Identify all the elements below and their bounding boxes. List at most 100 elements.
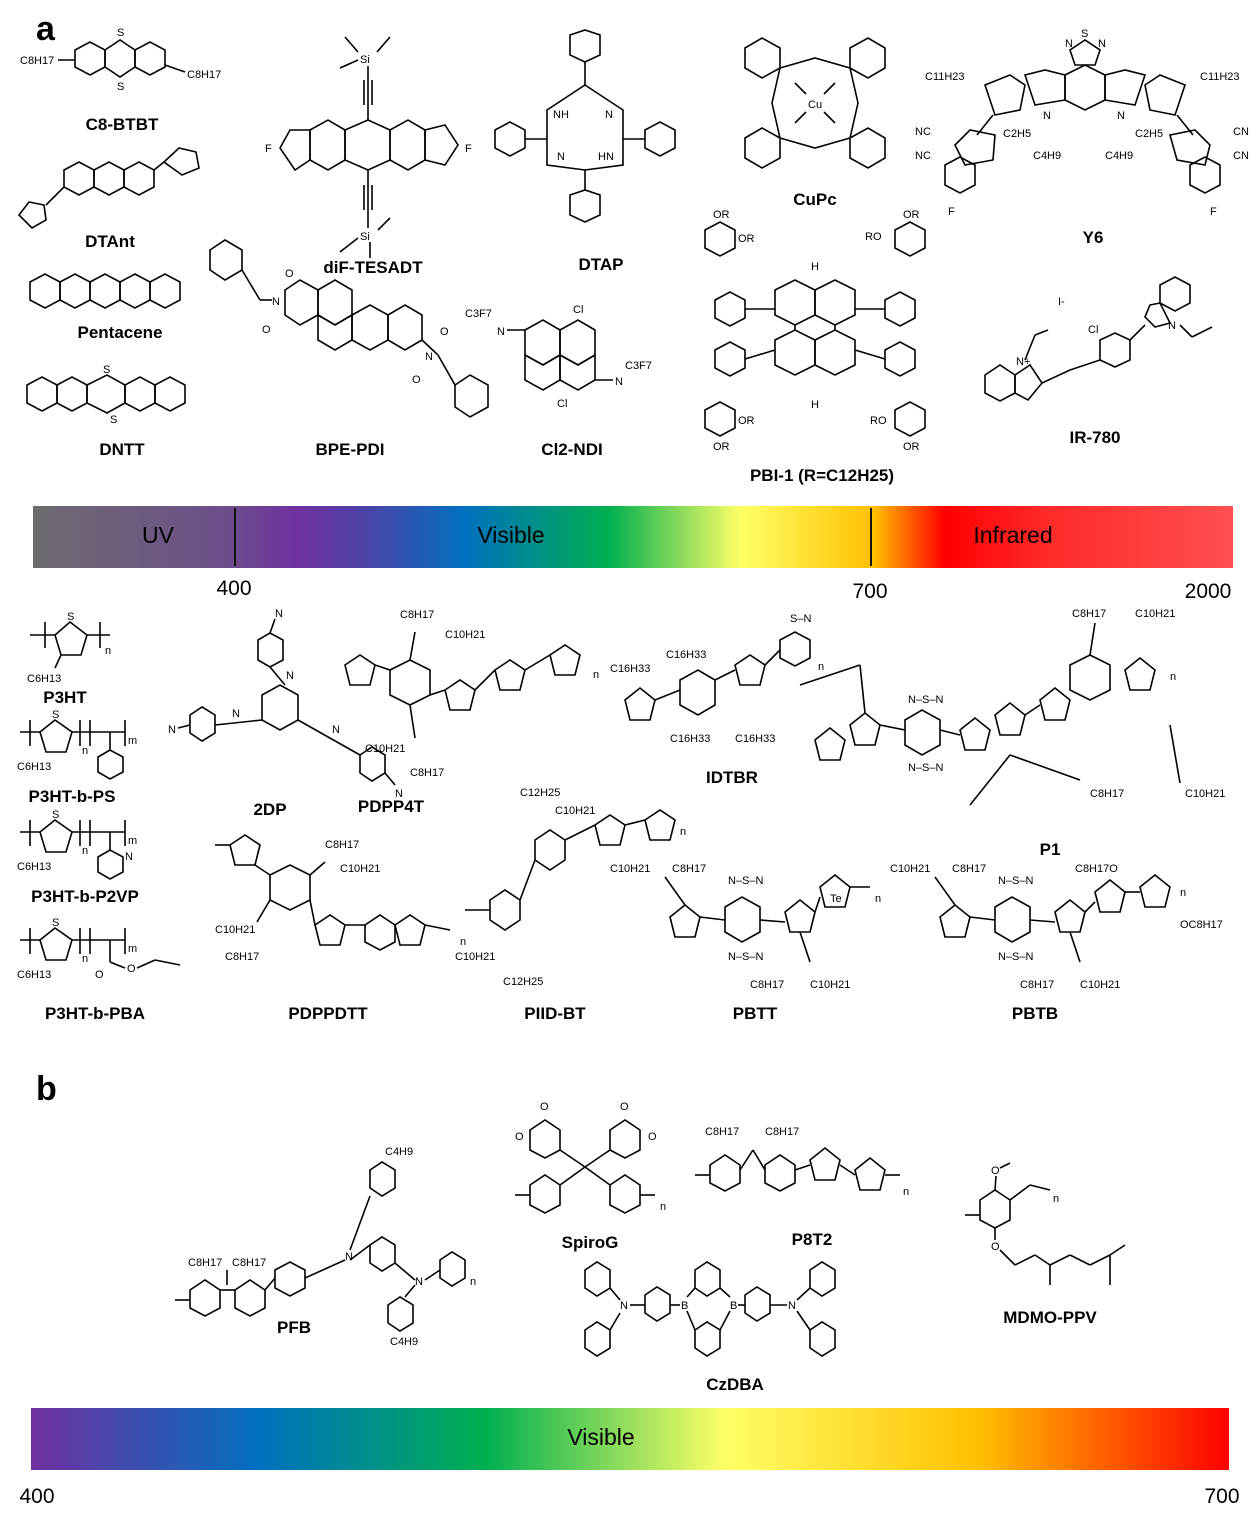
substituent-label: C3F7 bbox=[465, 308, 492, 320]
substituent-label: C10H21 bbox=[365, 743, 405, 755]
compound-label-spirog: SpiroG bbox=[561, 1233, 619, 1252]
sulfur-atom: S bbox=[117, 27, 124, 39]
substituent-label: C8H17 bbox=[1090, 788, 1124, 800]
compound-label-pbtt: PBTT bbox=[732, 1004, 778, 1023]
substituent-label: C2H5 bbox=[1003, 128, 1031, 140]
substituent-label: C10H21 bbox=[810, 979, 850, 991]
substituent-label: C8H17 bbox=[705, 1126, 739, 1138]
structure-czdba: B B N N bbox=[575, 1255, 885, 1370]
repeat-n: n bbox=[660, 1201, 666, 1213]
substituent-label: C10H21 bbox=[1185, 788, 1225, 800]
ro-group: RO bbox=[870, 415, 887, 427]
substituent-label: C11H23 bbox=[925, 71, 965, 83]
repeat-n: n bbox=[903, 1186, 909, 1198]
substituent-label: C8H17 bbox=[232, 1257, 266, 1269]
chlorine-atom: Cl bbox=[573, 304, 583, 316]
nitrogen-atom: N bbox=[1043, 110, 1051, 122]
thiadiazole-atoms: S–N bbox=[790, 613, 811, 625]
oxygen-atom: O bbox=[620, 1101, 629, 1113]
hydrogen-atom: H bbox=[811, 261, 819, 273]
or-group: OR bbox=[713, 209, 730, 221]
structure-p3ht-b-p2vp: S N n m C6H13 bbox=[15, 809, 145, 892]
compound-label-cl2-ndi: Cl2-NDI bbox=[541, 440, 603, 459]
substituent-label: C6H13 bbox=[27, 673, 61, 685]
nitrogen-atom: N bbox=[615, 376, 623, 388]
compound-label-y6: Y6 bbox=[1082, 228, 1104, 247]
structure-piid-bt: n C12H25 C10H21 C10H21 C12H25 bbox=[455, 787, 715, 995]
substituent-label: C8H17 bbox=[187, 69, 221, 81]
oxygen-atom: O bbox=[515, 1131, 524, 1143]
compound-label-pdppdtt: PDPPDTT bbox=[288, 1004, 368, 1023]
nitrogen-atom: N bbox=[497, 326, 505, 338]
substituent-label: C16H33 bbox=[670, 733, 710, 745]
nitrogen-atom: N bbox=[286, 670, 294, 682]
compound-label-idtbr: IDTBR bbox=[706, 768, 758, 787]
iodide-ion: I- bbox=[1058, 296, 1065, 308]
substituent-label: C10H21 bbox=[1080, 979, 1120, 991]
compound-label-c8-btbt: C8-BTBT bbox=[85, 115, 159, 134]
chlorine-atom: Cl bbox=[557, 398, 567, 410]
structure-dtant bbox=[14, 140, 214, 235]
substituent-label: C8H17 bbox=[765, 1126, 799, 1138]
compound-label-cupc: CuPc bbox=[793, 190, 837, 209]
compound-label-p8t2: P8T2 bbox=[791, 1230, 833, 1249]
structure-dif-tesadt: Si Si F F bbox=[260, 30, 480, 258]
substituent-label: C11H23 bbox=[1200, 71, 1240, 83]
compound-label-bpe-pdi: BPE-PDI bbox=[315, 440, 385, 459]
spectrum-bar-b: Visible bbox=[31, 1408, 1229, 1470]
substituent-label: C10H21 bbox=[455, 951, 495, 963]
thiadiazole-atoms: N–S–N bbox=[728, 875, 764, 887]
substituent-label: C16H33 bbox=[735, 733, 775, 745]
nitrogen-atom: N bbox=[788, 1300, 796, 1312]
repeat-m: m bbox=[128, 835, 137, 847]
structure-mdmo-ppv: O O n bbox=[960, 1160, 1160, 1295]
structure-dntt: S S bbox=[25, 364, 210, 430]
tick-400: 400 bbox=[216, 577, 252, 600]
compound-label-pbi-1: PBI-1 (R=C12H25) bbox=[749, 466, 895, 485]
substituent-label: C2H5 bbox=[1135, 128, 1163, 140]
boron-atom: B bbox=[681, 1300, 688, 1312]
repeat-n: n bbox=[875, 893, 881, 905]
silicon-atom: Si bbox=[360, 54, 370, 66]
compound-label-pbtb: PBTB bbox=[1011, 1004, 1059, 1023]
oxygen-atom: O bbox=[540, 1101, 549, 1113]
substituent-label: C8H17 bbox=[188, 1257, 222, 1269]
substituent-label: C8H17 bbox=[952, 863, 986, 875]
nitrogen-atom: N bbox=[168, 724, 176, 736]
substituent-label: C6H13 bbox=[17, 861, 51, 873]
repeat-m: m bbox=[128, 943, 137, 955]
structure-pdppdtt: n C8H17 C10H21 C10H21 C8H17 bbox=[215, 830, 485, 985]
structure-p1: N–S–N N–S–N n C8H17 C10H21 C8H17 C10H21 bbox=[790, 605, 1250, 825]
or-group: OR bbox=[738, 233, 755, 245]
compound-label-p3ht-b-p2vp: P3HT-b-P2VP bbox=[31, 887, 139, 906]
substituent-label: C8H17 bbox=[225, 951, 259, 963]
sulfur-atom: S bbox=[117, 81, 124, 93]
compound-label-ir-780: IR-780 bbox=[1069, 428, 1121, 447]
or-group: OR bbox=[738, 415, 755, 427]
thiadiazole-atoms: N–S–N bbox=[728, 951, 764, 963]
cyano-group: CN bbox=[1233, 150, 1249, 162]
oxygen-atom: O bbox=[648, 1131, 657, 1143]
repeat-n: n bbox=[460, 936, 466, 948]
substituent-label: C16H33 bbox=[666, 649, 706, 661]
spectrum-bar-a: UV Visible Infrared bbox=[33, 506, 1233, 568]
nitrogen-atom: N bbox=[125, 851, 133, 863]
structure-pbtt: N–S–N N–S–N Te n C10H21 C8H17 C8H17 C10H… bbox=[610, 862, 900, 1002]
nitrogen-atom: N bbox=[395, 788, 403, 800]
sulfur-atom: S bbox=[52, 917, 59, 929]
oxygen-atom: O bbox=[440, 326, 449, 338]
structure-ir-780: I- Cl N+ N bbox=[980, 265, 1220, 430]
copper-atom: Cu bbox=[808, 99, 822, 111]
nitrogen-atom: N bbox=[272, 296, 280, 308]
structure-y6: N S N N N C11H23 C11H23 NC CN C2H5 C4H9 … bbox=[915, 28, 1255, 230]
region-label-visible: Visible bbox=[477, 522, 545, 548]
substituent-label: C6H13 bbox=[17, 761, 51, 773]
thiadiazole-atoms: N–S–N bbox=[998, 875, 1034, 887]
structure-pentacene bbox=[28, 270, 203, 320]
substituent-label: C16H33 bbox=[610, 663, 650, 675]
substituent-label: C3F7 bbox=[625, 360, 652, 372]
repeat-n: n bbox=[82, 845, 88, 857]
repeat-n: n bbox=[105, 645, 111, 657]
compound-label-czdba: CzDBA bbox=[706, 1375, 764, 1394]
nh-group: HN bbox=[598, 151, 614, 163]
